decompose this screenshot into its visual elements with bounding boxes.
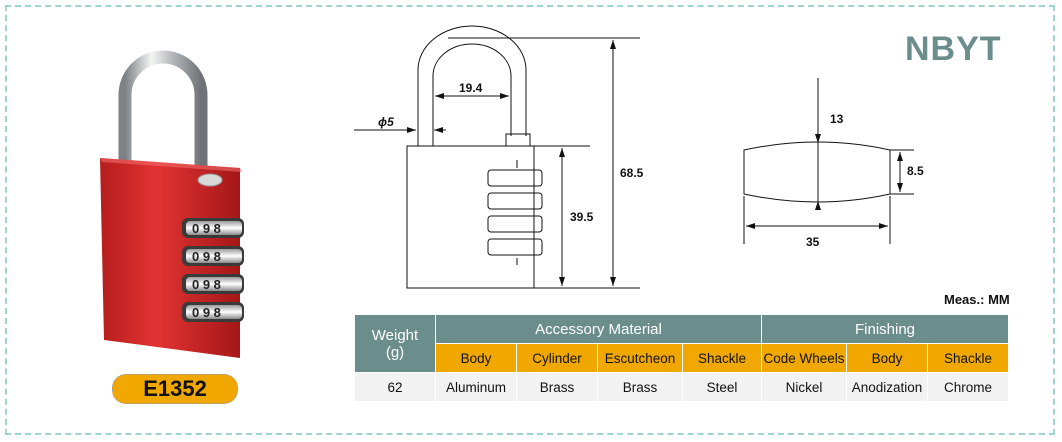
val-finish-body: Anodization bbox=[846, 372, 928, 402]
col-code-wheels: Code Wheels bbox=[761, 343, 847, 373]
col-shackle: Shackle bbox=[682, 343, 762, 373]
units-note: Meas.: MM bbox=[944, 292, 1010, 307]
drawing-lock-body bbox=[406, 145, 535, 289]
weight-value: 62 bbox=[354, 372, 436, 402]
val-body: Aluminum bbox=[435, 372, 517, 402]
val-code-wheels: Nickel bbox=[761, 372, 847, 402]
dim-depth-top: 13 bbox=[830, 112, 844, 126]
svg-text:0 9 8: 0 9 8 bbox=[192, 249, 221, 264]
svg-text:0 9 8: 0 9 8 bbox=[192, 221, 221, 236]
val-escutcheon: Brass bbox=[597, 372, 683, 402]
padlock-photo: 0 9 8 0 9 8 0 9 8 0 9 8 bbox=[100, 50, 244, 358]
drawing-shackle-inner bbox=[432, 43, 512, 146]
dim-body-height: 39.5 bbox=[570, 210, 594, 224]
col-finish-shackle: Shackle bbox=[927, 343, 1009, 373]
dim-shackle-diameter: ϕ5 bbox=[378, 115, 394, 129]
model-number-badge: E1352 bbox=[112, 374, 238, 404]
val-shackle: Steel bbox=[682, 372, 762, 402]
svg-text:0 9 8: 0 9 8 bbox=[192, 305, 221, 320]
dim-side-height: 8.5 bbox=[907, 164, 924, 178]
spec-table: Weight(g) Accessory Material Finishing B… bbox=[354, 314, 1009, 402]
shackle-shape bbox=[118, 50, 208, 180]
dashed-frame bbox=[5, 5, 1055, 435]
weight-header: Weight(g) bbox=[354, 314, 436, 373]
finishing-header: Finishing bbox=[761, 314, 1009, 344]
dim-shackle-width: 19.4 bbox=[459, 81, 483, 95]
dim-width: 35 bbox=[806, 235, 820, 249]
col-finish-body: Body bbox=[846, 343, 928, 373]
col-escutcheon: Escutcheon bbox=[597, 343, 683, 373]
dim-overall-height: 68.5 bbox=[620, 166, 644, 180]
val-cylinder: Brass bbox=[516, 372, 598, 402]
col-cylinder: Cylinder bbox=[516, 343, 598, 373]
col-body: Body bbox=[435, 343, 517, 373]
drawing-shackle-outer bbox=[417, 25, 527, 146]
drawing-side-profile bbox=[743, 141, 891, 203]
svg-text:0 9 8: 0 9 8 bbox=[192, 277, 221, 292]
val-finish-shackle: Chrome bbox=[927, 372, 1009, 402]
brand-logo: NBYT bbox=[905, 30, 1002, 68]
accessory-material-header: Accessory Material bbox=[435, 314, 762, 344]
combination-dials: 0 9 8 0 9 8 0 9 8 0 9 8 bbox=[182, 218, 244, 322]
